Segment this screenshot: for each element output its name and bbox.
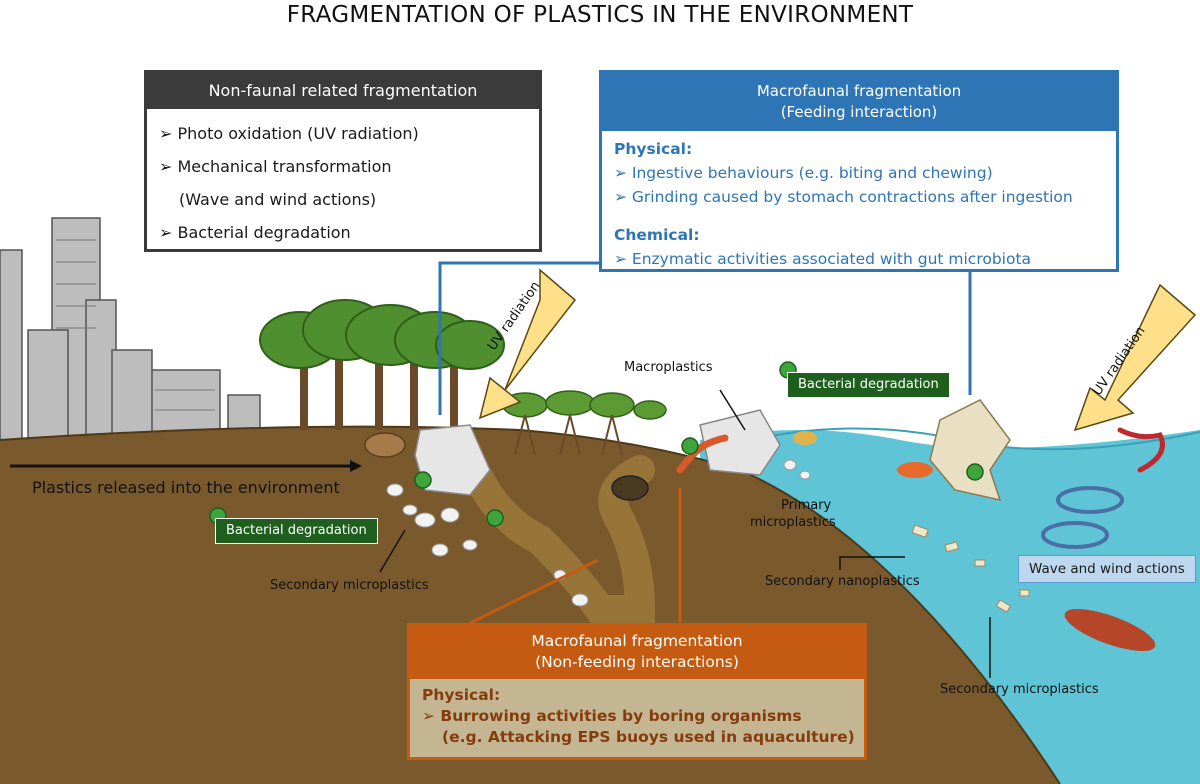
mangroves [502, 390, 667, 420]
non-feeding-interaction-box: Macrofaunal fragmentation (Non-feeding i… [407, 623, 867, 760]
plastic-bag [929, 399, 1011, 502]
non-faunal-item: ➢ Bacterial degradation [159, 223, 351, 242]
non-faunal-list: ➢ Photo oxidation (UV radiation) ➢ Mecha… [147, 109, 539, 249]
secondary-nanoplastics-label: Secondary nanoplastics [765, 574, 920, 589]
bacterial-degradation-tag-right: Bacterial degradation [787, 372, 950, 398]
worm-orange [676, 434, 729, 474]
primary-microplastics-label-1: Primary [781, 498, 832, 513]
uv-arrows [478, 268, 1197, 432]
diagram-title: FRAGMENTATION OF PLASTICS IN THE ENVIRON… [286, 2, 914, 28]
feeding-heading-line2: (Feeding interaction) [780, 103, 938, 121]
non-faunal-item: ➢ Photo oxidation (UV radiation) [159, 124, 419, 143]
trees [259, 299, 505, 430]
secondary-microplastics-label-left: Secondary microplastics [270, 578, 429, 593]
non-feeding-heading-line1: Macrofaunal fragmentation [531, 632, 743, 650]
feeding-body: Physical: ➢ Ingestive behaviours (e.g. b… [602, 131, 1116, 271]
non-feeding-physical-label: Physical: [422, 686, 501, 704]
feeding-interaction-box: Macrofaunal fragmentation (Feeding inter… [599, 70, 1119, 272]
non-feeding-heading: Macrofaunal fragmentation (Non-feeding i… [410, 626, 864, 679]
macroplastic-pieces [414, 409, 781, 496]
feeding-chemical-item: ➢ Enzymatic activities associated with g… [614, 250, 1032, 268]
lobster [1064, 608, 1156, 652]
feeding-pointer-lines [438, 261, 972, 415]
feeding-physical-item: ➢ Ingestive behaviours (e.g. biting and … [614, 164, 993, 182]
plastics-released-label: Plastics released into the environment [32, 478, 340, 497]
burrow-tunnel [465, 455, 656, 625]
feeding-physical-label: Physical: [614, 140, 693, 158]
non-faunal-item: ➢ Mechanical transformation [159, 157, 392, 176]
secondary-microplastics-label-right: Secondary microplastics [940, 682, 1099, 697]
bacteria-icons [209, 361, 984, 527]
release-arrow [10, 460, 362, 472]
non-faunal-box: Non-faunal related fragmentation ➢ Photo… [144, 70, 542, 252]
wave-arrows [1041, 486, 1124, 549]
wave-wind-tag: Wave and wind actions [1018, 555, 1196, 583]
city-skyline [0, 217, 261, 441]
shrimp [897, 462, 933, 478]
snail [364, 432, 406, 458]
macroplastics-label: Macroplastics [624, 360, 713, 375]
non-faunal-heading: Non-faunal related fragmentation [147, 73, 539, 109]
worm-red [1117, 427, 1165, 473]
non-feeding-item: ➢ Burrowing activities by boring organis… [422, 707, 802, 725]
isopod [793, 431, 817, 445]
non-feeding-heading-line2: (Non-feeding interactions) [535, 653, 739, 671]
non-feeding-body: Physical: ➢ Burrowing activities by bori… [410, 679, 864, 748]
feeding-heading: Macrofaunal fragmentation (Feeding inter… [602, 73, 1116, 131]
feeding-physical-item: ➢ Grinding caused by stomach contraction… [614, 188, 1073, 206]
primary-microplastics-label-2: microplastics [750, 515, 836, 530]
bacterial-degradation-tag-left: Bacterial degradation [215, 518, 378, 544]
nanoplastic-flakes [911, 524, 1030, 613]
feeding-heading-line1: Macrofaunal fragmentation [756, 82, 962, 100]
non-faunal-item: (Wave and wind actions) [179, 190, 377, 209]
crab [611, 475, 649, 501]
fragments [386, 459, 811, 607]
feeding-chemical-label: Chemical: [614, 226, 700, 244]
non-feeding-item: (e.g. Attacking EPS buoys used in aquacu… [442, 728, 855, 746]
